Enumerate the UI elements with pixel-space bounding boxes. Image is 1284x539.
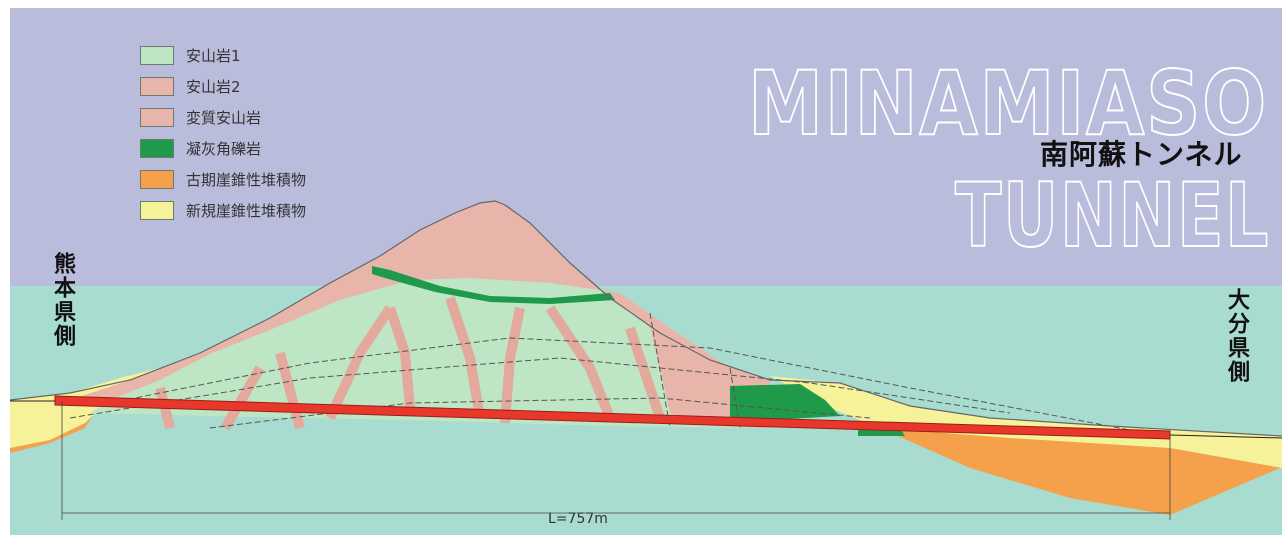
legend-swatch: [140, 108, 174, 127]
legend-label: 古期崖錐性堆積物: [186, 171, 307, 189]
boundary-lines: [69, 312, 1131, 431]
sky-background: [10, 8, 1282, 286]
andesite-2-mountain: [70, 201, 770, 400]
legend-item: 凝灰角礫岩: [140, 133, 306, 164]
title-japanese: 南阿蘇トンネル: [1040, 138, 1243, 171]
legend-label: 安山岩2: [186, 78, 241, 96]
legend-swatch: [140, 46, 174, 65]
legend: 安山岩1 安山岩2 変質安山岩凝灰角礫岩古期崖錐性堆積物新規崖錐性堆積物: [140, 40, 306, 226]
cross-section-svg: MINAMIASO TUNNEL: [9, 8, 1283, 535]
legend-swatch: [140, 201, 174, 220]
legend-swatch: [140, 77, 174, 96]
legend-swatch: [140, 170, 174, 189]
right-side-label: 大分県側: [1224, 288, 1249, 384]
legend-label: 変質安山岩: [186, 109, 262, 127]
tuff-breccia-band: [372, 266, 615, 304]
tunnel-extension-right: [1169, 434, 1283, 439]
legend-swatch: [140, 139, 174, 158]
title-en-line1: MINAMIASO: [748, 52, 1268, 155]
legend-label: 凝灰角礫岩: [186, 140, 262, 158]
legend-item: 安山岩2: [140, 71, 306, 102]
left-side-label: 熊本県側: [50, 252, 75, 348]
legend-item: 新規崖錐性堆積物: [140, 195, 306, 226]
title-english: MINAMIASO TUNNEL: [747, 51, 1270, 268]
new-talus-right: [770, 376, 1282, 468]
tuff-breccia-block: [730, 384, 840, 420]
ground-surface-line: [9, 200, 1283, 437]
title-en-line2: TUNNEL: [955, 164, 1270, 267]
legend-label: 安山岩1: [186, 47, 241, 65]
legend-item: 変質安山岩: [140, 102, 306, 133]
geological-cross-section: MINAMIASO TUNNEL: [9, 8, 1283, 535]
legend-label: 新規崖錐性堆積物: [186, 202, 307, 220]
tunnel-length-label: L=757m: [548, 511, 608, 527]
legend-item: 安山岩1: [140, 40, 306, 71]
legend-item: 古期崖錐性堆積物: [140, 164, 306, 195]
